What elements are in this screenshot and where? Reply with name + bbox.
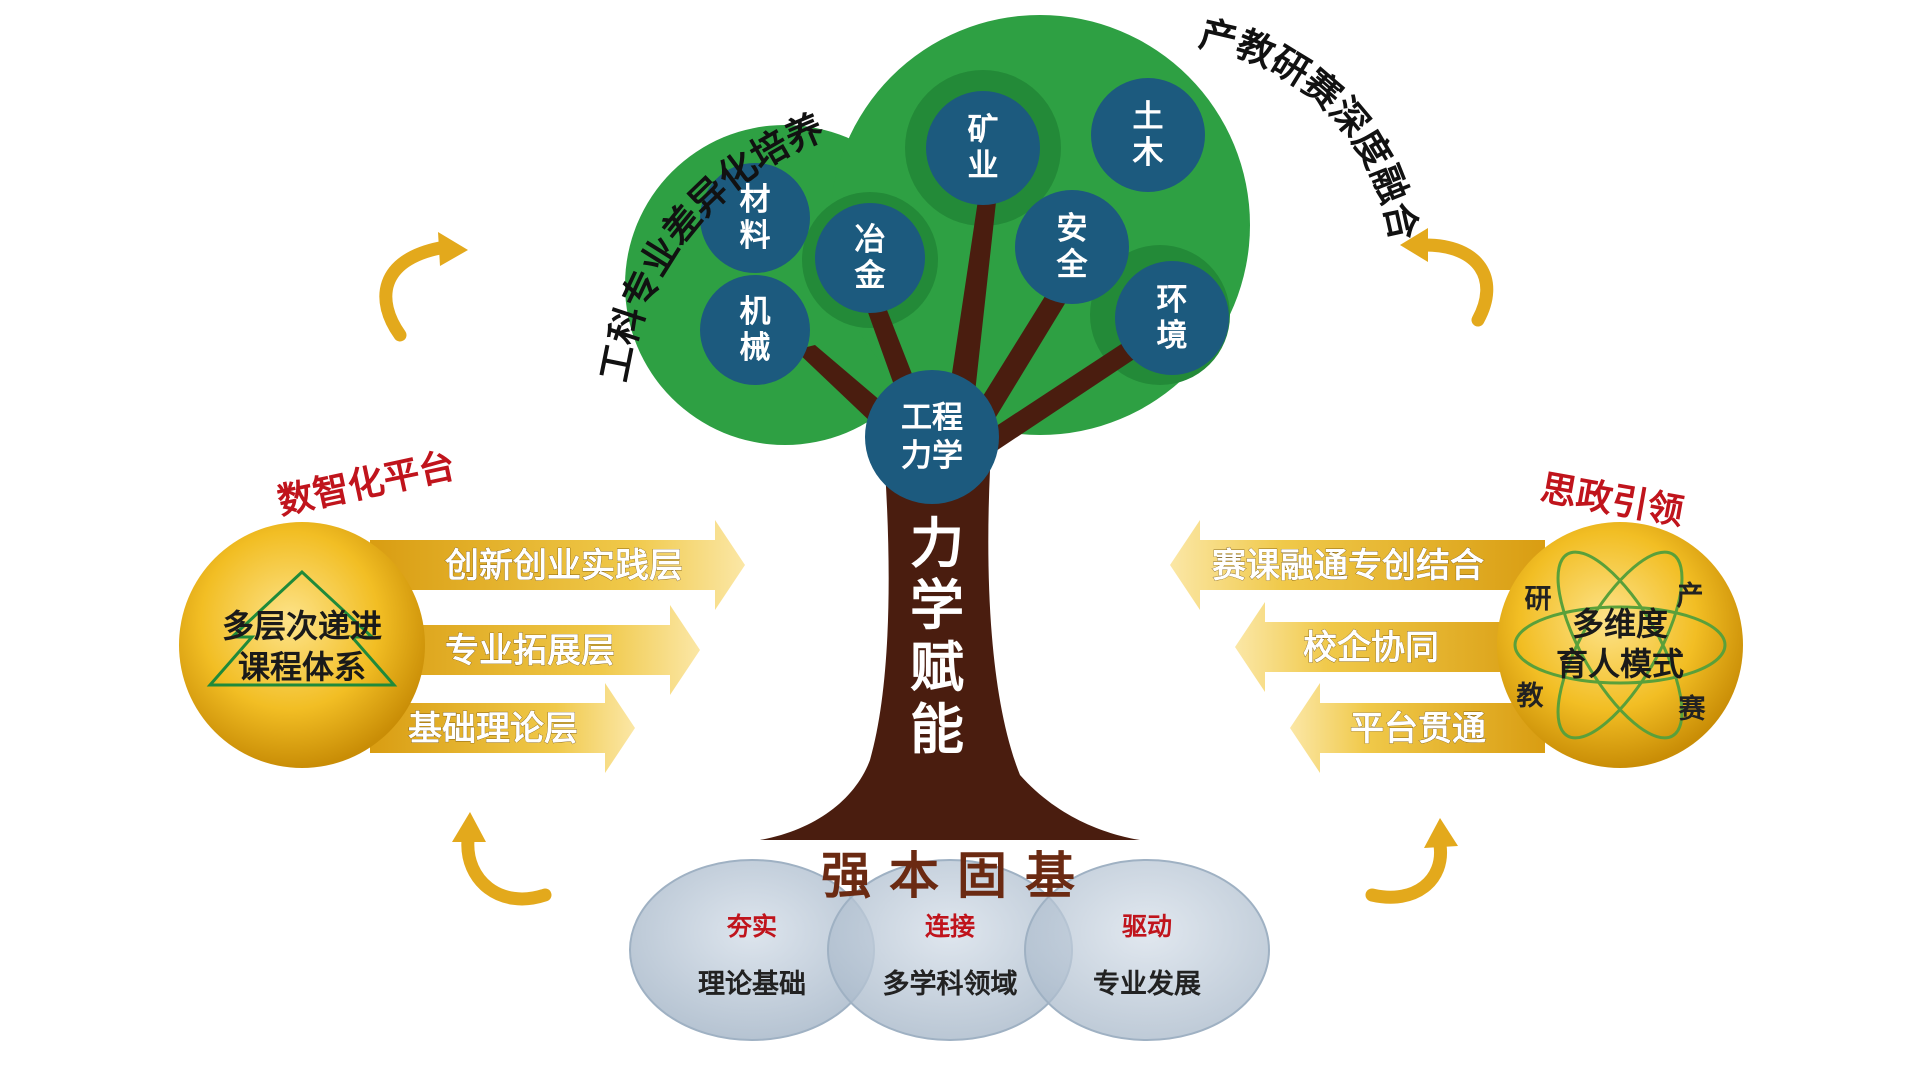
venn-1-bottom: 理论基础 (698, 969, 806, 1000)
node-safety-line1: 安 (1057, 211, 1088, 247)
node-materials: 材 料 (700, 163, 810, 273)
node-civil-circle (1091, 78, 1205, 192)
right-arrow-1-label: 赛课融通专创结合 (1212, 546, 1484, 586)
node-mechanical-circle (700, 275, 810, 385)
left-arrow-2: 专业拓展层 (370, 605, 700, 695)
right-arrow-3-label: 平台贯通 (1350, 709, 1486, 749)
right-center-line1: 多维度 (1572, 605, 1668, 643)
node-materials-line1: 材 (740, 182, 771, 218)
node-environment-circle (1115, 261, 1229, 375)
left-arrow-3-label: 基础理论层 (408, 709, 578, 749)
right-arrow-2: 校企协同 (1235, 602, 1545, 692)
node-environment-line2: 境 (1157, 318, 1188, 354)
branch-environment (975, 335, 1148, 455)
left-arrow-1: 创新创业实践层 (370, 520, 745, 610)
node-safety: 安 全 (1015, 190, 1129, 304)
node-metallurgy: 冶 金 (815, 203, 925, 313)
trunk (760, 470, 1140, 840)
node-metallurgy-line1: 冶 (855, 222, 886, 258)
venn-3-top: 驱动 (1122, 912, 1172, 941)
node-mechanical-line1: 机 (740, 294, 771, 330)
node-mechanical: 机 械 (700, 275, 810, 385)
tree-trunk (760, 200, 1148, 840)
cycle-arrow-top-left (379, 232, 468, 342)
node-metallurgy-circle (815, 203, 925, 313)
right-arrow-3: 平台贯通 (1290, 683, 1545, 773)
cycle-arrows (379, 228, 1494, 906)
node-safety-line2: 全 (1056, 247, 1089, 283)
left-arrow-1-label: 创新创业实践层 (444, 546, 683, 586)
node-engineering-mechanics-circle (865, 370, 999, 504)
node-mining: 矿 业 (926, 91, 1040, 205)
right-arrow-1-shape (1170, 520, 1545, 610)
cycle-arrow-bottom-right (1365, 818, 1458, 904)
node-engineering-mechanics-line2: 力学 (901, 438, 963, 474)
venn-1-top: 夯实 (726, 912, 777, 941)
left-triangle-outline (206, 569, 398, 687)
cycle-arrow-top-right (1400, 228, 1494, 327)
node-engineering-mechanics: 工程 力学 (865, 370, 999, 504)
right-arrow-2-label: 校企协同 (1303, 628, 1439, 668)
branch-mining (945, 200, 996, 420)
right-corner-industry: 产 (1677, 581, 1704, 612)
trunk-char-2: 学 (910, 574, 964, 637)
foundation-title: 强本固基 (821, 847, 1093, 905)
right-center-line2: 育人模式 (1556, 645, 1684, 683)
venn-circle-3 (1024, 859, 1270, 1041)
right-arrow-1: 赛课融通专创结合 (1170, 520, 1545, 610)
branch-safety (965, 280, 1072, 435)
discipline-nodes: 材 料 冶 金 机 械 矿 业 土 木 安 全 环 (700, 78, 1229, 504)
left-center-line1: 多层次递进 (222, 607, 382, 645)
left-arrow-3: 基础理论层 (370, 683, 635, 773)
node-civil-line1: 土 (1133, 99, 1164, 135)
trunk-char-4: 能 (910, 698, 964, 761)
right-panel: 思政引领 赛课融通专创结合 校企协同 平台贯通 多维度 育人模式 研 产 教 赛 (1170, 468, 1743, 773)
right-corner-education: 教 (1517, 681, 1544, 712)
node-safety-circle (1015, 190, 1129, 304)
left-arrow-2-shape (370, 605, 700, 695)
left-arrow-1-shape (370, 520, 745, 610)
right-corner-competition: 赛 (1678, 693, 1707, 725)
trunk-label: 力 学 赋 能 (910, 512, 964, 761)
node-mining-circle (926, 91, 1040, 205)
left-panel-title: 数智化平台 (274, 446, 459, 524)
left-center-line2: 课程体系 (238, 648, 366, 686)
node-mining-line1: 矿 (968, 112, 999, 148)
node-civil-line2: 木 (1132, 135, 1164, 171)
node-civil: 土 木 (1091, 78, 1205, 192)
node-metallurgy-line2: 金 (854, 258, 887, 294)
node-engineering-mechanics-line1: 工程 (901, 400, 963, 436)
node-environment-line1: 环 (1157, 282, 1188, 318)
trunk-char-1: 力 (910, 512, 964, 575)
node-mechanical-line2: 械 (740, 330, 771, 366)
node-materials-circle (700, 163, 810, 273)
trunk-char-3: 赋 (910, 636, 964, 699)
node-materials-line2: 料 (740, 218, 771, 254)
left-arrow-3-shape (370, 683, 635, 773)
right-arrow-2-shape (1235, 602, 1545, 692)
foundation: 强本固基 夯实 理论基础 连接 多学科领域 驱动 专业发展 (629, 847, 1270, 1041)
node-environment: 环 境 (1115, 261, 1229, 375)
venn-3-bottom: 专业发展 (1093, 968, 1201, 1000)
atom-orbits (1513, 550, 1727, 740)
left-panel: 数智化平台 创新创业实践层 专业拓展层 基础理论层 多层次递进 课程体系 (179, 446, 745, 773)
venn-2-top: 连接 (925, 912, 975, 941)
right-corner-research: 研 (1525, 584, 1552, 615)
cycle-arrow-bottom-left (452, 812, 552, 906)
left-gold-circle (179, 522, 425, 768)
right-arrow-3-shape (1290, 683, 1545, 773)
node-mining-line2: 业 (968, 148, 999, 184)
left-arrow-2-label: 专业拓展层 (445, 631, 615, 671)
venn-2-bottom: 多学科领域 (883, 968, 1018, 1000)
